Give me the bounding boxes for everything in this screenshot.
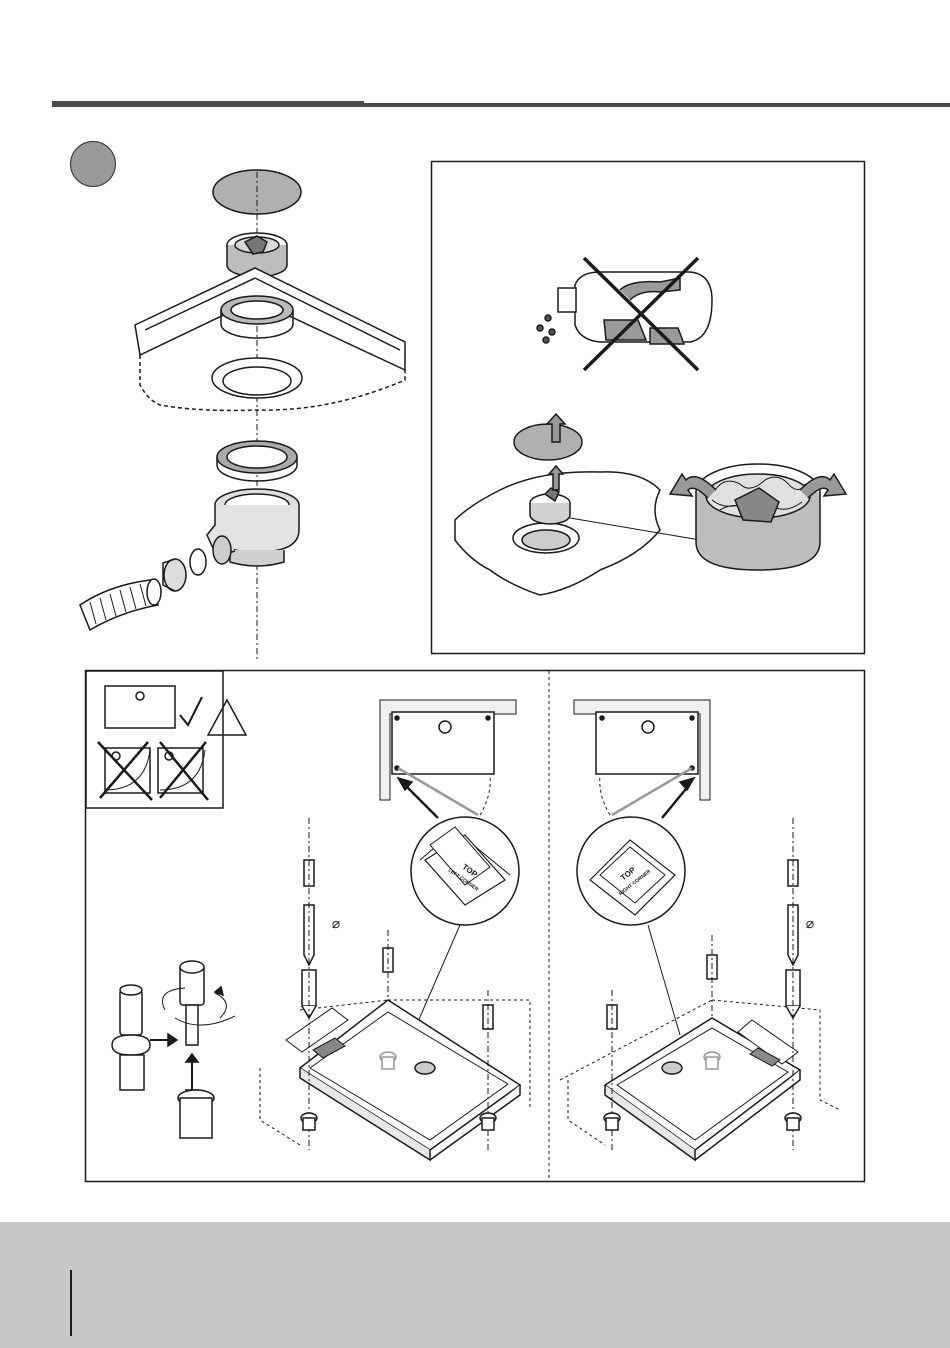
orientation-warning-inset (86, 671, 246, 808)
header-rule-right (364, 103, 950, 107)
footer-page-marker (70, 1270, 72, 1336)
drill-diameter-symbol-right: ⌀ (806, 915, 814, 931)
outlet-nut (164, 559, 186, 591)
cleaning-instruction-panel (430, 160, 866, 656)
outlet-ring-1 (213, 536, 231, 564)
header-rule-left (52, 101, 364, 107)
drain-assembly-diagram (70, 160, 420, 660)
tray-installation-panel: TOP LEFT CORNER TOP RIGHT CORNER ⌀ ⌀ (84, 669, 866, 1183)
drill-diameter-symbol-left: ⌀ (332, 915, 340, 931)
outlet-ring-2 (190, 549, 206, 575)
footer-band (0, 1222, 950, 1348)
waste-hose (80, 579, 161, 630)
